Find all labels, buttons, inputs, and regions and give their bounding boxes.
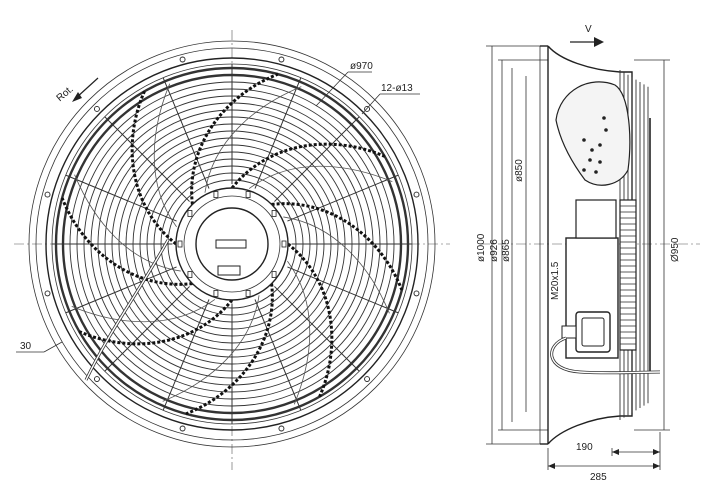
diameter-1000-label: ø1000 bbox=[476, 233, 487, 262]
fan-blades bbox=[60, 72, 404, 416]
flange-outer-ring bbox=[28, 40, 436, 448]
airflow-arrow bbox=[594, 37, 604, 47]
diameter-865-label: ø865 bbox=[501, 239, 512, 262]
dim-190-label: 190 bbox=[576, 442, 593, 453]
hub-bolts bbox=[177, 191, 287, 297]
mounting-holes bbox=[44, 56, 420, 432]
rot-label: Rot. bbox=[55, 84, 76, 104]
airflow-label: V bbox=[585, 24, 592, 35]
blade-profile bbox=[555, 81, 631, 186]
motor-rotor bbox=[619, 199, 637, 351]
front-view: Rot. ø970 12-ø13 30 bbox=[14, 30, 450, 470]
holes-label: 12-ø13 bbox=[381, 83, 413, 94]
dim-30-label: 30 bbox=[20, 341, 32, 352]
diameter-926-label: ø926 bbox=[489, 239, 500, 262]
motor-fins bbox=[620, 205, 636, 345]
rotation-arrow bbox=[72, 77, 99, 102]
m20-label: M20x1.5 bbox=[550, 261, 561, 300]
cable-gland bbox=[561, 325, 577, 339]
blade-rivets bbox=[582, 116, 608, 174]
side-view: V ø1000 ø926 ø865 ø850 bbox=[476, 24, 700, 483]
guard-spokes bbox=[52, 64, 412, 424]
diameter-950-label: Ø950 bbox=[670, 237, 681, 262]
flange-ring-2 bbox=[35, 47, 429, 441]
diameter-970-label: ø970 bbox=[350, 61, 373, 72]
dim-285-label: 285 bbox=[590, 472, 607, 483]
hub-ring bbox=[183, 195, 281, 293]
hub-label-plate bbox=[217, 265, 241, 276]
motor-mount bbox=[575, 199, 617, 239]
flange-ring-3 bbox=[45, 57, 419, 431]
diameter-850-label: ø850 bbox=[514, 159, 525, 182]
hub-slot bbox=[215, 239, 247, 249]
